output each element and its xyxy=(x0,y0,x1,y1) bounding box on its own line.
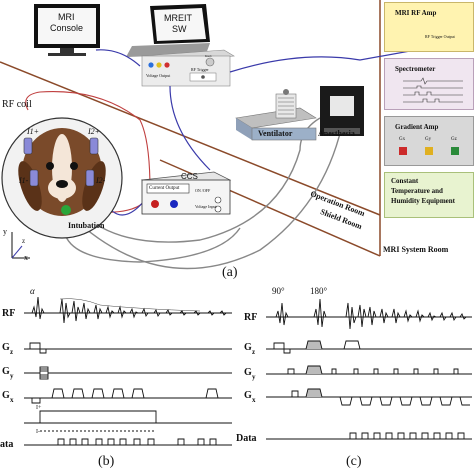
amp-to-ccs-cable xyxy=(169,85,211,171)
panel-b-data-label: ata xyxy=(0,439,14,450)
anesthesia-device xyxy=(320,86,364,136)
panel-c-gz-sub: z xyxy=(252,348,256,356)
panel-c-gx-label: G xyxy=(244,390,252,401)
spectrometer-title: Spectrometer xyxy=(395,65,436,73)
anesthesia-label: Anesthesia xyxy=(318,129,355,138)
constant-title-line2: Temperature and xyxy=(391,187,443,195)
ccs-on-off-label: ON /OFF xyxy=(195,188,211,193)
anesthesia-gray-cable xyxy=(69,109,346,270)
constant-title-line3: Humidity Equipment xyxy=(391,197,455,205)
ventilator-label: Ventilator xyxy=(258,129,293,138)
panel-b-label: (b) xyxy=(98,454,115,469)
electrode-label-i1plus: I1+ xyxy=(27,127,40,136)
electrode-label-i2minus: I2- xyxy=(96,176,106,185)
spectrometer-traces xyxy=(403,77,463,103)
ventilator-device xyxy=(235,89,317,141)
panel-b-gz-sub: z xyxy=(10,348,14,356)
panel-c: 90° 180° RF G z G y G x Data (c) xyxy=(236,285,474,474)
panel-c-gz-label: G xyxy=(244,342,252,353)
panel-c-gx-sub: x xyxy=(252,396,256,404)
ccs-title: CCS xyxy=(181,172,198,181)
gradient-led-gz xyxy=(451,147,459,155)
axis-x-label: x xyxy=(24,253,28,262)
intubation-label: Intubation xyxy=(68,221,105,230)
rf-amp-title: MRI RF Amp xyxy=(395,9,437,17)
mri-console-monitor xyxy=(34,4,100,56)
panel-b-sequence xyxy=(24,296,232,446)
panel-b-gx-sub: x xyxy=(10,396,14,404)
amp-rf-trigger-label: RF Trigger xyxy=(191,67,209,72)
panel-b-flip-angle: α xyxy=(30,286,35,296)
console-label-line1: MRI xyxy=(58,12,75,22)
gradient-led-gx xyxy=(399,147,407,155)
rf-amp-trigger-output: RF Trigger Output xyxy=(425,34,455,39)
panel-c-label: (c) xyxy=(346,454,362,469)
panel-b-gy-label: G xyxy=(2,366,10,377)
panel-c-flip-90: 90° xyxy=(272,286,285,296)
panel-c-data-label: Data xyxy=(236,433,257,444)
trigger-cable xyxy=(229,41,461,73)
ccs-voltage-input-label: Voltage Input xyxy=(195,204,217,209)
panel-b-rf-label: RF xyxy=(2,308,16,319)
panel-b-gy-sub: y xyxy=(10,372,14,380)
panel-b-i-plus: I+ xyxy=(36,405,42,411)
voltage-amp-box xyxy=(141,49,235,87)
mri-system-room-label: MRI System Room xyxy=(383,245,449,254)
panel-c-gy-sub: y xyxy=(252,373,256,381)
ccs-box xyxy=(140,171,232,215)
panel-b-gx-label: G xyxy=(2,390,10,401)
mreit-laptop xyxy=(126,4,210,57)
console-label-line2: Console xyxy=(50,23,84,33)
electrode-label-i1minus: I1- xyxy=(19,176,29,185)
electrode-label-i2plus: I2+ xyxy=(88,127,101,136)
ccs-current-output-label: Current Output xyxy=(149,186,180,191)
panel-c-sequence xyxy=(266,298,472,440)
spectrometer-box: Spectrometer xyxy=(384,58,474,110)
constant-equipment-box: Constant Temperature and Humidity Equipm… xyxy=(384,172,474,218)
panel-a: MRI Console MREIT SW Voltage Output RF T… xyxy=(0,0,474,280)
amp-knob-label: Knob xyxy=(205,54,212,58)
console-cable xyxy=(95,49,141,67)
mreit-label-line2: SW xyxy=(172,24,187,34)
panel-a-drawing xyxy=(0,0,461,270)
panel-b-gz-label: G xyxy=(2,342,10,353)
panel-a-label: (a) xyxy=(222,265,238,280)
gradient-label-gx: Gx xyxy=(399,137,406,142)
gradient-amp-title: Gradient Amp xyxy=(395,123,439,131)
rf-coil-dog xyxy=(1,117,123,239)
gradient-label-gy: Gy xyxy=(425,137,432,142)
panel-c-rf-label: RF xyxy=(244,312,258,323)
gradient-led-gy xyxy=(425,147,433,155)
amp-voltage-output-label: Voltage Output xyxy=(146,73,171,78)
rf-amp-box: MRI RF Amp RF Trigger Output xyxy=(384,2,474,52)
gradient-amp-box: Gradient Amp Gx Gy Gz xyxy=(384,116,474,166)
panel-b-i-minus: I- xyxy=(36,429,40,435)
panel-b: α RF G z G y G x I+ I- ata (b) xyxy=(0,285,236,474)
mreit-label-line1: MREIT xyxy=(164,13,192,23)
panel-c-gy-label: G xyxy=(244,367,252,378)
gradient-label-gz: Gz xyxy=(451,137,457,142)
rf-coil-label: RF coil xyxy=(2,99,32,110)
axis-z-label: z xyxy=(22,237,26,245)
panel-c-flip-180: 180° xyxy=(310,286,328,296)
coordinate-axes xyxy=(11,232,30,259)
axis-y-label: y xyxy=(3,227,7,236)
constant-title-line1: Constant xyxy=(391,177,419,185)
